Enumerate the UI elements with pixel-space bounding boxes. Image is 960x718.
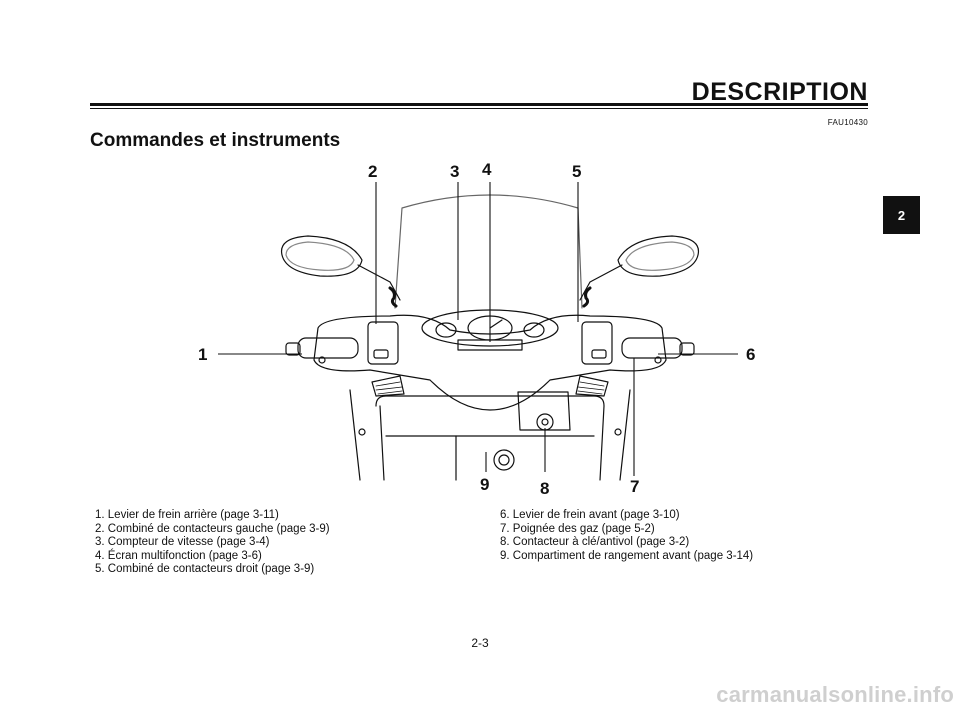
front-body xyxy=(349,389,631,481)
page-header-title: DESCRIPTION xyxy=(691,78,868,106)
key-switch xyxy=(536,413,554,431)
header-rule-thin xyxy=(90,108,868,109)
legend-item: 2. Combiné de contacteurs gauche (page 3… xyxy=(95,522,330,535)
left-grip xyxy=(297,337,359,359)
page-number: 2-3 xyxy=(471,636,489,650)
legend-right-column: 6. Levier de frein avant (page 3-10) 7. … xyxy=(500,509,753,563)
left-switch-pod xyxy=(367,321,399,365)
key-switch-housing xyxy=(517,391,571,431)
callout-6: 6 xyxy=(746,345,755,364)
legend-item: 7. Poignée des gaz (page 5-2) xyxy=(500,522,655,535)
right-grip xyxy=(621,337,683,359)
left-mirror xyxy=(280,235,363,277)
right-switch-pod xyxy=(581,321,613,365)
right-mirror xyxy=(617,235,700,277)
storage-lock xyxy=(493,449,515,471)
callout-2: 2 xyxy=(368,162,377,181)
legend-item: 8. Contacteur à clé/antivol (page 3-2) xyxy=(500,536,690,549)
scooter-controls-illustration: 1 2 3 4 5 6 7 8 9 xyxy=(198,160,755,498)
section-title: Commandes et instruments xyxy=(90,130,341,151)
windscreen xyxy=(394,194,583,309)
legend-item: 4. Écran multifonction (page 3-6) xyxy=(95,549,262,562)
callout-9: 9 xyxy=(480,475,489,494)
callout-4: 4 xyxy=(482,160,492,179)
callout-5: 5 xyxy=(572,162,581,181)
header-rule-thick xyxy=(90,103,868,106)
callout-8: 8 xyxy=(540,479,549,498)
legend-item: 9. Compartiment de rangement avant (page… xyxy=(500,549,754,562)
legend-item: 3. Compteur de vitesse (page 3-4) xyxy=(95,536,270,549)
callout-7: 7 xyxy=(630,477,639,496)
chapter-tab[interactable]: 2 xyxy=(883,196,920,234)
legend-item: 6. Levier de frein avant (page 3-10) xyxy=(500,509,680,521)
watermark: carmanualsonline.info xyxy=(716,682,954,707)
legend-item: 5. Combiné de contacteurs droit (page 3-… xyxy=(95,563,315,576)
document-code: FAU10430 xyxy=(827,118,868,127)
handlebar-cover xyxy=(313,314,667,411)
callout-1: 1 xyxy=(198,345,207,364)
legend-item: 1. Levier de frein arrière (page 3-11) xyxy=(95,509,279,521)
legend-left-column: 1. Levier de frein arrière (page 3-11) 2… xyxy=(95,509,330,577)
callout-3: 3 xyxy=(450,162,459,181)
